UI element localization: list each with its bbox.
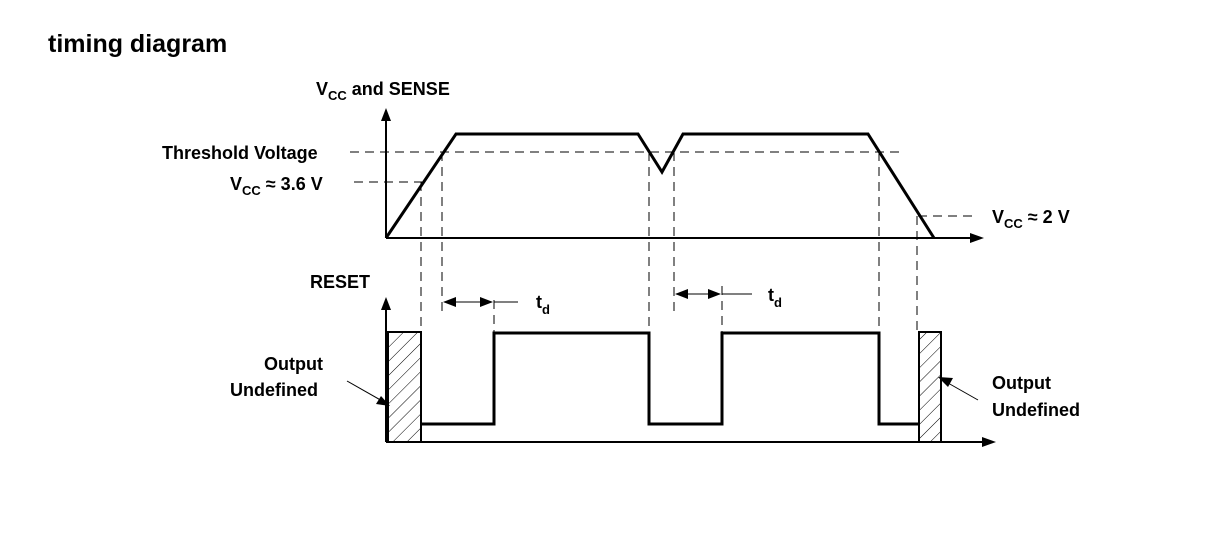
vcc-x-axis-arrow	[970, 233, 984, 243]
threshold-voltage-label: Threshold Voltage	[162, 143, 318, 163]
td-arrowhead-1-right	[480, 297, 493, 307]
td-label-1: td	[536, 292, 550, 317]
undefined-pointer-right	[947, 382, 979, 401]
vcc-sense-waveform	[384, 132, 936, 239]
td-arrowhead-1-left	[443, 297, 456, 307]
td-label-2: td	[768, 285, 782, 310]
reset-x-axis-arrow	[982, 437, 996, 447]
td-arrowhead-2-right	[708, 289, 721, 299]
output-undefined-label-right-line2: Undefined	[992, 400, 1080, 420]
td-arrowhead-2-left	[675, 289, 688, 299]
output-undefined-label-right-line1: Output	[992, 373, 1051, 393]
undefined-pointer-left-arrowhead	[376, 396, 390, 406]
output-undefined-label-left-line2: Undefined	[230, 380, 318, 400]
undefined-pointer-left	[346, 380, 385, 403]
output-undefined-label-left-line1: Output	[264, 354, 323, 374]
undefined-pointer-right-arrowhead	[938, 377, 953, 387]
reset-waveform	[421, 331, 919, 426]
vcc-3-6v-label: VCC ≈ 3.6 V	[230, 174, 323, 198]
output-undefined-region-right	[918, 331, 942, 443]
vcc-2v-label: VCC ≈ 2 V	[992, 207, 1070, 231]
reset-axis-label: RESET	[310, 272, 370, 292]
vcc-y-axis-arrow	[381, 108, 391, 121]
reset-y-axis-arrow	[381, 297, 391, 310]
diagram-title: timing diagram	[48, 30, 227, 58]
vcc-sense-axis-label: VCC and SENSE	[316, 79, 450, 103]
output-undefined-region-left	[387, 331, 422, 443]
